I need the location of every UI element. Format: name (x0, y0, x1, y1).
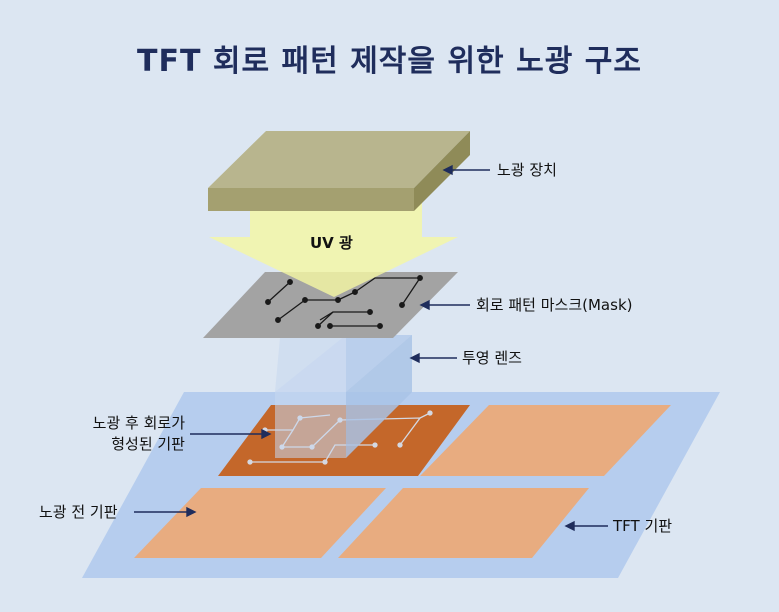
leader-lines (134, 164, 608, 532)
uv-light-arrow (209, 200, 458, 297)
panel-front-right (338, 488, 589, 558)
mask-circuit-pattern (265, 275, 423, 329)
label-projection-lens: 투영 렌즈 (462, 349, 522, 367)
label-pre-exposure-substrate: 노광 전 기판 (39, 503, 118, 521)
panel-back-right (420, 405, 671, 476)
panel-front-left (134, 488, 386, 558)
label-circuit-mask: 회로 패턴 마스크(Mask) (476, 296, 633, 314)
exposure-device (208, 131, 470, 211)
label-uv-light: UV 광 (310, 234, 353, 252)
label-exposed-substrate-line2: 형성된 기판 (111, 435, 185, 453)
circuit-mask-plate (203, 272, 458, 338)
label-tft-substrate: TFT 기판 (613, 517, 673, 535)
page-title: TFT 회로 패턴 제작을 위한 노광 구조 (137, 44, 642, 79)
label-exposed-substrate-line1: 노광 후 회로가 (92, 414, 185, 432)
label-exposure-device: 노광 장치 (497, 161, 557, 179)
projection-lens (275, 335, 412, 458)
